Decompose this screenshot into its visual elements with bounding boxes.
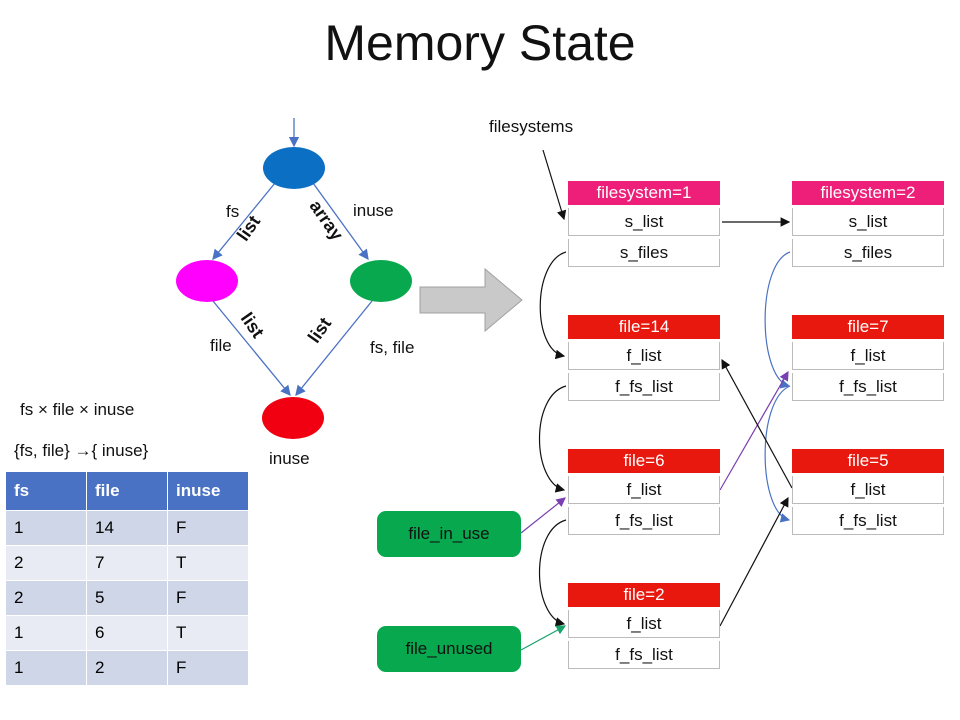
record-filesystem-1: filesystem=1 s_list s_files (568, 181, 720, 267)
table-cell: 2 (87, 650, 168, 685)
node-top (263, 147, 325, 189)
edge-file14-fslist (539, 385, 567, 493)
table-cell: F (168, 650, 249, 685)
record-field-f-fs-list: f_fs_list (792, 373, 944, 401)
table-cell: 6 (87, 615, 168, 650)
table-header-inuse: inuse (168, 472, 249, 510)
filesystems-label: filesystems (489, 117, 574, 136)
record-header: file=14 (568, 315, 720, 339)
relation-table: fs file inuse 1 14 F 2 7 T 2 5 F 1 6 T 1… (6, 472, 249, 685)
edge-file6-fslist (539, 519, 567, 627)
edge-top-left (212, 182, 276, 261)
edge-right-bottom (295, 300, 373, 397)
record-field-s-files: s_files (568, 239, 720, 267)
record-field-f-list: f_list (568, 610, 720, 638)
relation-product: fs × file × inuse (20, 400, 135, 419)
record-header: file=5 (792, 449, 944, 473)
edge-file2-flist (719, 496, 789, 627)
table-cell: T (168, 615, 249, 650)
node-bottom (262, 397, 324, 439)
label-fs-file: fs, file (370, 338, 415, 357)
table-cell: F (168, 580, 249, 615)
record-field-f-fs-list: f_fs_list (568, 507, 720, 535)
table-cell: 2 (6, 545, 87, 580)
table-cell: 14 (87, 510, 168, 545)
filesystems-pointer (542, 149, 567, 221)
record-file-14: file=14 f_list f_fs_list (568, 315, 720, 401)
table-cell: 2 (6, 580, 87, 615)
record-field-s-list: s_list (568, 208, 720, 236)
record-field-f-fs-list: f_fs_list (792, 507, 944, 535)
label-bottom-inuse: inuse (269, 449, 310, 468)
record-header: filesystem=1 (568, 181, 720, 205)
record-file-2: file=2 f_list f_fs_list (568, 583, 720, 669)
record-header: file=7 (792, 315, 944, 339)
table-cell: 1 (6, 650, 87, 685)
label-fs: fs (226, 202, 240, 221)
table-row: 1 14 F (6, 510, 249, 545)
table-header-fs: fs (6, 472, 87, 510)
edge-file6-flist (719, 370, 789, 491)
record-file-6: file=6 f_list f_fs_list (568, 449, 720, 535)
node-left (176, 260, 238, 302)
record-header: file=2 (568, 583, 720, 607)
table-cell: 7 (87, 545, 168, 580)
table-cell: T (168, 545, 249, 580)
record-file-7: file=7 f_list f_fs_list (792, 315, 944, 401)
record-field-f-list: f_list (792, 476, 944, 504)
table-row: 1 2 F (6, 650, 249, 685)
table-header-file: file (87, 472, 168, 510)
table-cell: 1 (6, 615, 87, 650)
record-file-5: file=5 f_list f_fs_list (792, 449, 944, 535)
table-row: 1 6 T (6, 615, 249, 650)
record-field-s-list: s_list (792, 208, 944, 236)
edge-top-right (312, 182, 369, 261)
table-cell: 1 (6, 510, 87, 545)
record-header: file=6 (568, 449, 720, 473)
big-arrow-icon (419, 267, 523, 333)
edge-unused (520, 625, 567, 651)
record-field-f-fs-list: f_fs_list (568, 373, 720, 401)
edge-fs1-sfiles (539, 251, 567, 360)
record-field-f-list: f_list (568, 342, 720, 370)
label-inuse: inuse (353, 201, 394, 220)
record-header: filesystem=2 (792, 181, 944, 205)
record-field-f-list: f_list (568, 476, 720, 504)
label-file: file (210, 336, 232, 355)
table-row: 2 7 T (6, 545, 249, 580)
edge-in-use (520, 497, 566, 534)
relation-dependency: {fs, file} →{ inuse} (14, 441, 149, 460)
edge-fs2-sfiles (764, 251, 791, 389)
table-cell: F (168, 510, 249, 545)
table-row: 2 5 F (6, 580, 249, 615)
file-unused-pill: file_unused (377, 626, 521, 672)
record-field-f-list: f_list (792, 342, 944, 370)
table-cell: 5 (87, 580, 168, 615)
node-right (350, 260, 412, 302)
record-field-f-fs-list: f_fs_list (568, 641, 720, 669)
edge-file7-fslist (764, 385, 791, 523)
edge-left-bottom (212, 300, 291, 397)
edge-file5-flist (721, 358, 793, 489)
file-in-use-pill: file_in_use (377, 511, 521, 557)
page-title: Memory State (324, 15, 636, 71)
record-filesystem-2: filesystem=2 s_list s_files (792, 181, 944, 267)
record-field-s-files: s_files (792, 239, 944, 267)
table-header-row: fs file inuse (6, 472, 249, 510)
